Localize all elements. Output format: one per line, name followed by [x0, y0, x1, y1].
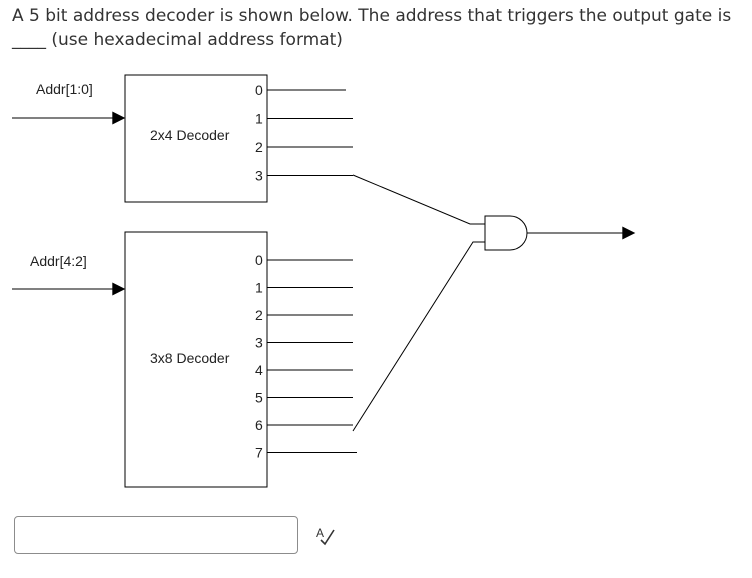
- bottom-decoder-output-label-1: 1: [255, 280, 263, 296]
- bottom-decoder-outputs: 0 1 2 3 4 5 6 7: [255, 252, 357, 461]
- bottom-decoder-output-label-6: 6: [255, 417, 263, 433]
- top-decoder-output-label-0: 0: [255, 82, 263, 98]
- top-decoder-output-label-2: 2: [255, 139, 263, 155]
- bottom-decoder-output-label-7: 7: [255, 445, 263, 461]
- bottom-decoder-output-label-3: 3: [255, 335, 263, 351]
- top-decoder-outputs: 0 1 2 3: [255, 82, 353, 184]
- top-decoder-output-label-1: 1: [255, 111, 263, 127]
- top-decoder-label: 2x4 Decoder: [150, 127, 230, 143]
- bottom-decoder-output-label-4: 4: [255, 362, 263, 378]
- top-decoder-box: [124, 74, 268, 203]
- and-gate-icon: [484, 215, 528, 251]
- bottom-decoder-box: [124, 231, 268, 488]
- spell-check-icon[interactable]: A: [314, 524, 336, 546]
- question-line-1: A 5 bit address decoder is shown below. …: [12, 6, 732, 26]
- answer-input[interactable]: [14, 516, 298, 554]
- bottom-decoder-output-label-0: 0: [255, 252, 263, 268]
- wire-bottom-output-to-gate: [352, 241, 485, 432]
- bottom-decoder-label: 3x8 Decoder: [150, 350, 230, 366]
- question-line-2: ____ (use hexadecimal address format): [12, 30, 343, 50]
- bottom-decoder-output-label-5: 5: [255, 390, 263, 406]
- svg-text:A: A: [316, 526, 324, 540]
- bottom-decoder-input-label: Addr[4:2]: [30, 253, 87, 269]
- question-text: A 5 bit address decoder is shown below. …: [12, 4, 742, 52]
- top-decoder-output-label-3: 3: [255, 168, 263, 184]
- wire-top-output-to-gate: [352, 174, 485, 225]
- bottom-decoder-output-label-2: 2: [255, 307, 263, 323]
- top-decoder-input-label: Addr[1:0]: [36, 81, 93, 97]
